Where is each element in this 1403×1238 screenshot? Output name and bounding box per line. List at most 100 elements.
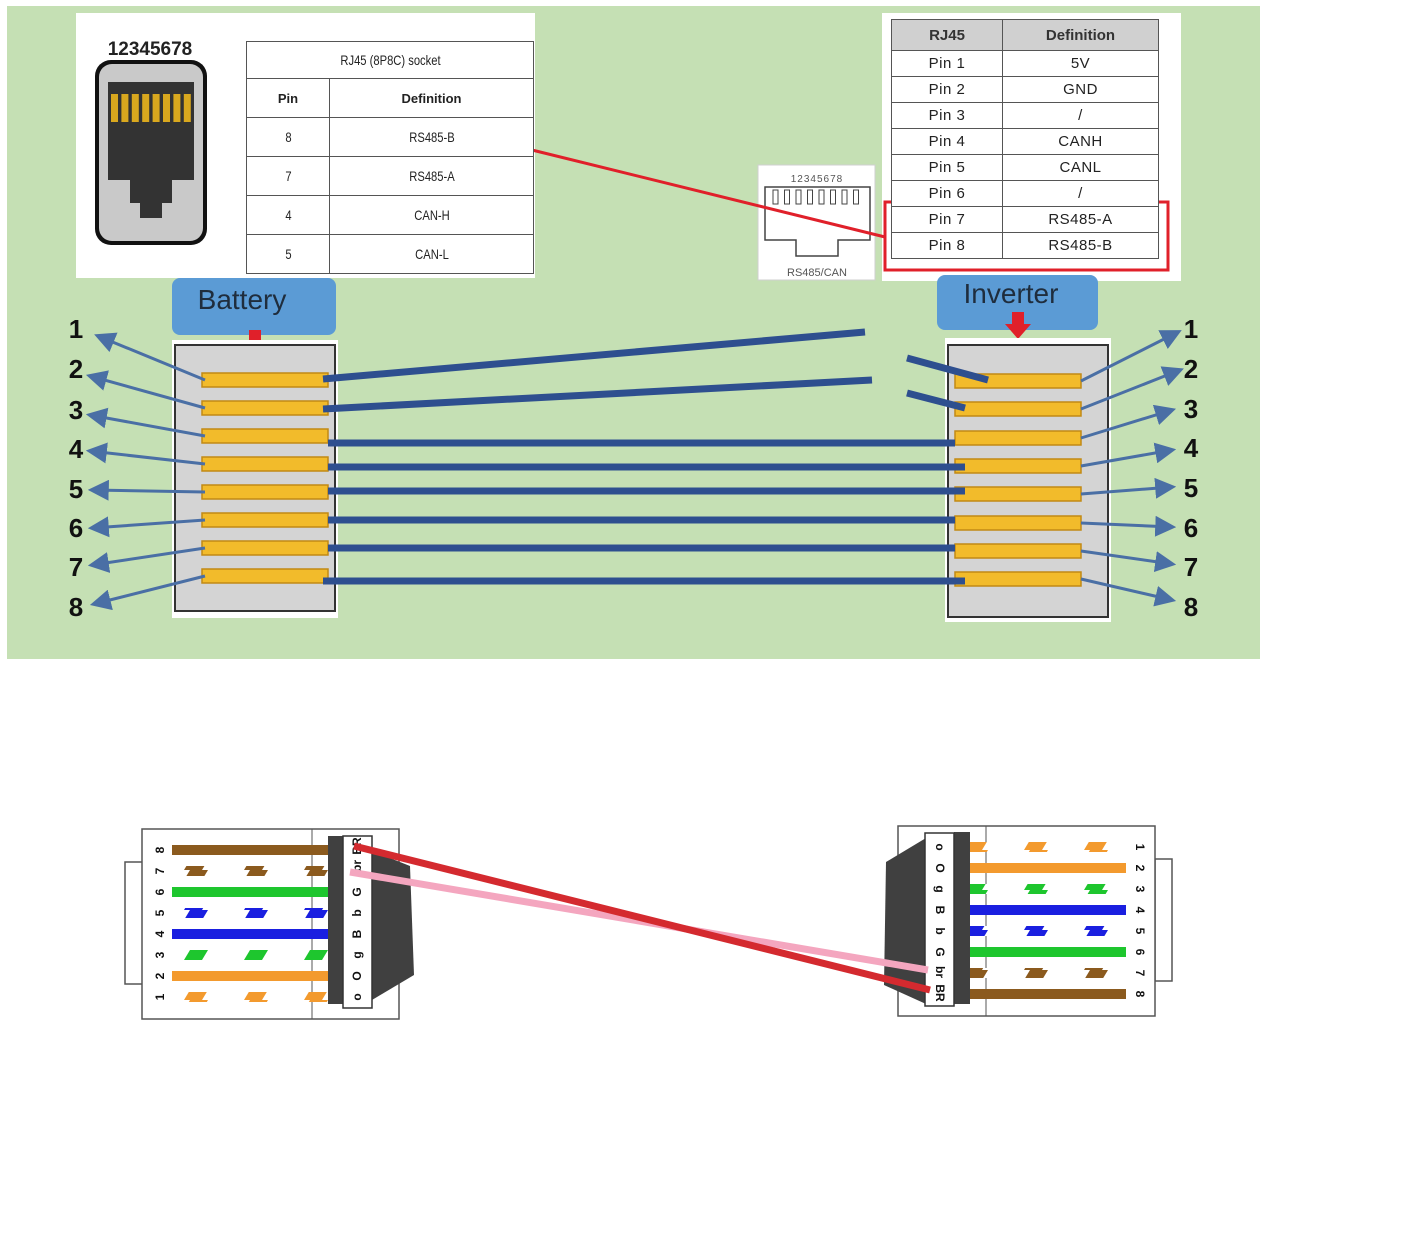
- inverter-pin-number: 5: [1184, 473, 1198, 503]
- socket-contact: [183, 94, 191, 122]
- socket-contact: [121, 94, 129, 122]
- inverter-pin-number: 3: [1184, 394, 1198, 424]
- battery-pin-number: 4: [69, 434, 84, 464]
- port-contact: [818, 189, 825, 205]
- right-plug-pin-number: 1: [1133, 844, 1147, 851]
- cable-wire-b: [970, 926, 1126, 936]
- battery-pin-5: [201, 484, 329, 500]
- battery-pin-cell: 4: [254, 195, 322, 235]
- right-plug-pin-number: 3: [1133, 886, 1147, 893]
- right-plug-wire-letter: br: [933, 966, 947, 978]
- battery-pin-6: [201, 512, 329, 528]
- inverter-def-cell: CANL: [1002, 154, 1159, 181]
- inverter-pin-number: 8: [1184, 592, 1198, 622]
- battery-table-header-pin: Pin: [246, 78, 330, 118]
- cable-wire-o: [172, 992, 328, 1002]
- pin-arrow: [1080, 549, 1177, 573]
- right-plug-pin-number: 6: [1133, 949, 1147, 956]
- battery-pin-number: 6: [69, 513, 83, 543]
- pin-arrow: [1080, 515, 1177, 537]
- right-plug-pin-number: 4: [1133, 907, 1147, 914]
- battery-connector: [172, 340, 338, 618]
- inverter-def-cell: RS485-A: [1002, 206, 1159, 233]
- pin-wires: [322, 328, 989, 585]
- inverter-port-icon: 12345678 RS485/CAN: [757, 164, 876, 281]
- table-row: Pin 6/: [891, 180, 1159, 207]
- pin-arrow: [85, 370, 206, 410]
- left-plug-pin-number: 8: [153, 846, 167, 853]
- socket-contact: [173, 94, 181, 122]
- pin-arrow: [85, 407, 206, 438]
- inverter-connector: [945, 338, 1111, 622]
- cable-wire-br: [970, 968, 1126, 978]
- battery-pin-7: [201, 540, 329, 556]
- battery-pin-number: 1: [69, 314, 83, 344]
- inverter-down-arrow-icon: [1005, 312, 1031, 339]
- inverter-pin-7: [954, 543, 1082, 559]
- inverter-label-box: [937, 275, 1098, 330]
- rs485-connector-line: [531, 148, 886, 239]
- inverter-pin-number: 1: [1184, 314, 1198, 344]
- left-plug-wire-letter: o: [350, 993, 364, 1000]
- cable-wire-G: [172, 887, 328, 897]
- inverter-pin-cell: Pin 8: [891, 232, 1003, 259]
- wire-pin-1-left: [322, 328, 866, 383]
- battery-label: Battery: [198, 284, 287, 315]
- inverter-def-cell: /: [1002, 180, 1159, 207]
- inverter-pin-arrows: 12345678: [1080, 314, 1199, 622]
- left-plug-wire-letter: G: [350, 887, 364, 896]
- inverter-pin-8: [954, 571, 1082, 587]
- pin-arrow: [1080, 330, 1182, 383]
- inverter-pin-cell: Pin 5: [891, 154, 1003, 181]
- port-contact: [772, 189, 779, 205]
- inverter-pin-cell: Pin 4: [891, 128, 1003, 155]
- left-plug-wire-letter: b: [350, 909, 364, 916]
- inverter-label: Inverter: [964, 278, 1059, 309]
- left-plug-pin-number: 4: [153, 930, 167, 937]
- port-contact: [795, 189, 802, 205]
- socket-contact: [142, 94, 150, 122]
- socket-contact: [131, 94, 139, 122]
- battery-pin-number: 3: [69, 395, 83, 425]
- inverter-table-header-definition: Definition: [1002, 19, 1159, 51]
- inverter-pin-cell: Pin 2: [891, 76, 1003, 103]
- right-plug-wire-letter: b: [933, 927, 947, 934]
- battery-pin-arrows: 12345678: [69, 314, 206, 622]
- pin-arrow: [89, 574, 206, 611]
- battery-pin-8: [201, 568, 329, 584]
- battery-pin-number: 5: [69, 474, 83, 504]
- pin-arrow: [1080, 442, 1177, 468]
- cable-wire-B: [970, 905, 1126, 915]
- left-plug-wire-letter: br: [350, 860, 364, 872]
- pin-arrow: [85, 442, 206, 466]
- pin-arrow: [87, 546, 206, 573]
- left-plug-pin-number: 1: [153, 993, 167, 1000]
- cable-wire-BR: [172, 845, 328, 855]
- battery-pin-2: [201, 400, 329, 416]
- rj45-socket-icon: 12345678: [95, 39, 207, 245]
- right-plug-wire-letter: G: [933, 947, 947, 956]
- battery-pin-3: [201, 428, 329, 444]
- battery-label-box: [172, 278, 336, 335]
- left-plug-wire-letter: B: [350, 929, 364, 938]
- inverter-def-cell: RS485-B: [1002, 232, 1159, 259]
- inverter-pin-5: [954, 486, 1082, 502]
- socket-contact: [152, 94, 160, 122]
- battery-def-cell: CAN-L: [349, 234, 514, 274]
- socket-contact: [163, 94, 170, 122]
- inverter-def-cell: /: [1002, 102, 1159, 129]
- port-contact: [830, 189, 836, 205]
- inverter-pin-number: 7: [1184, 552, 1198, 582]
- left-plug-wire-letter: g: [350, 951, 364, 958]
